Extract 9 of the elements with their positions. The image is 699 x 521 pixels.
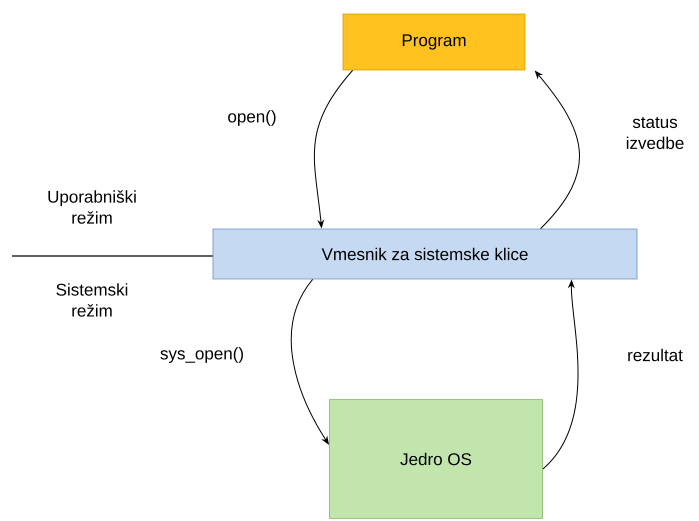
- mode-label: Sistemski režim: [56, 283, 128, 317]
- process-box: Vmesnik za sistemske klice: [212, 228, 638, 280]
- edge-label: rezultat: [628, 348, 683, 362]
- mode-label: Uporabniški režim: [48, 190, 136, 224]
- edge-label: status izvedbe: [626, 116, 684, 150]
- edge-label: sys_open(): [160, 347, 243, 363]
- edge-label: open(): [228, 110, 276, 126]
- process-box: Jedro OS: [329, 399, 543, 519]
- process-box: Program: [342, 14, 526, 70]
